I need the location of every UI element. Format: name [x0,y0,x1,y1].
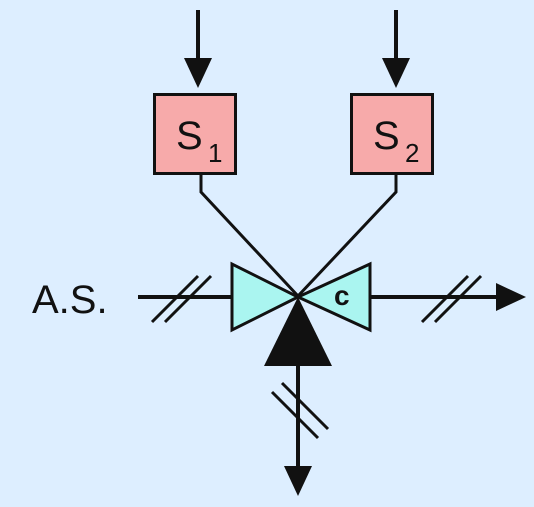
sensor-1-signal-line [199,175,300,298]
sensor-2-subscript: 2 [405,138,420,168]
sensor-1-subscript: 1 [208,138,223,168]
sensor-2-box: S 2 [350,93,434,175]
air-supply-hash-1 [150,274,200,324]
valve-right-triangle [294,261,372,333]
bottom-hash-2 [280,381,330,431]
valve-bottom-triangle [264,297,332,366]
sensor-2-signal-line [296,175,398,298]
sensor-1-label: S [176,114,203,158]
valve-port-c-label: c [334,280,350,311]
air-supply-label: A.S. [32,278,108,322]
bottom-hash-1 [270,390,320,440]
sensor-1-box: S 1 [153,93,237,175]
sensor-2-label: S [373,114,400,158]
sensor-1-input-arrowhead [184,58,212,88]
bottom-arrowhead [284,466,312,496]
air-supply-hash-2 [163,274,213,324]
sensor-2-input-arrowhead [382,58,410,88]
valve-left-triangle [230,261,302,333]
outlet-arrowhead [496,283,526,311]
outlet-hash-2 [433,274,483,324]
outlet-hash-1 [420,274,470,324]
